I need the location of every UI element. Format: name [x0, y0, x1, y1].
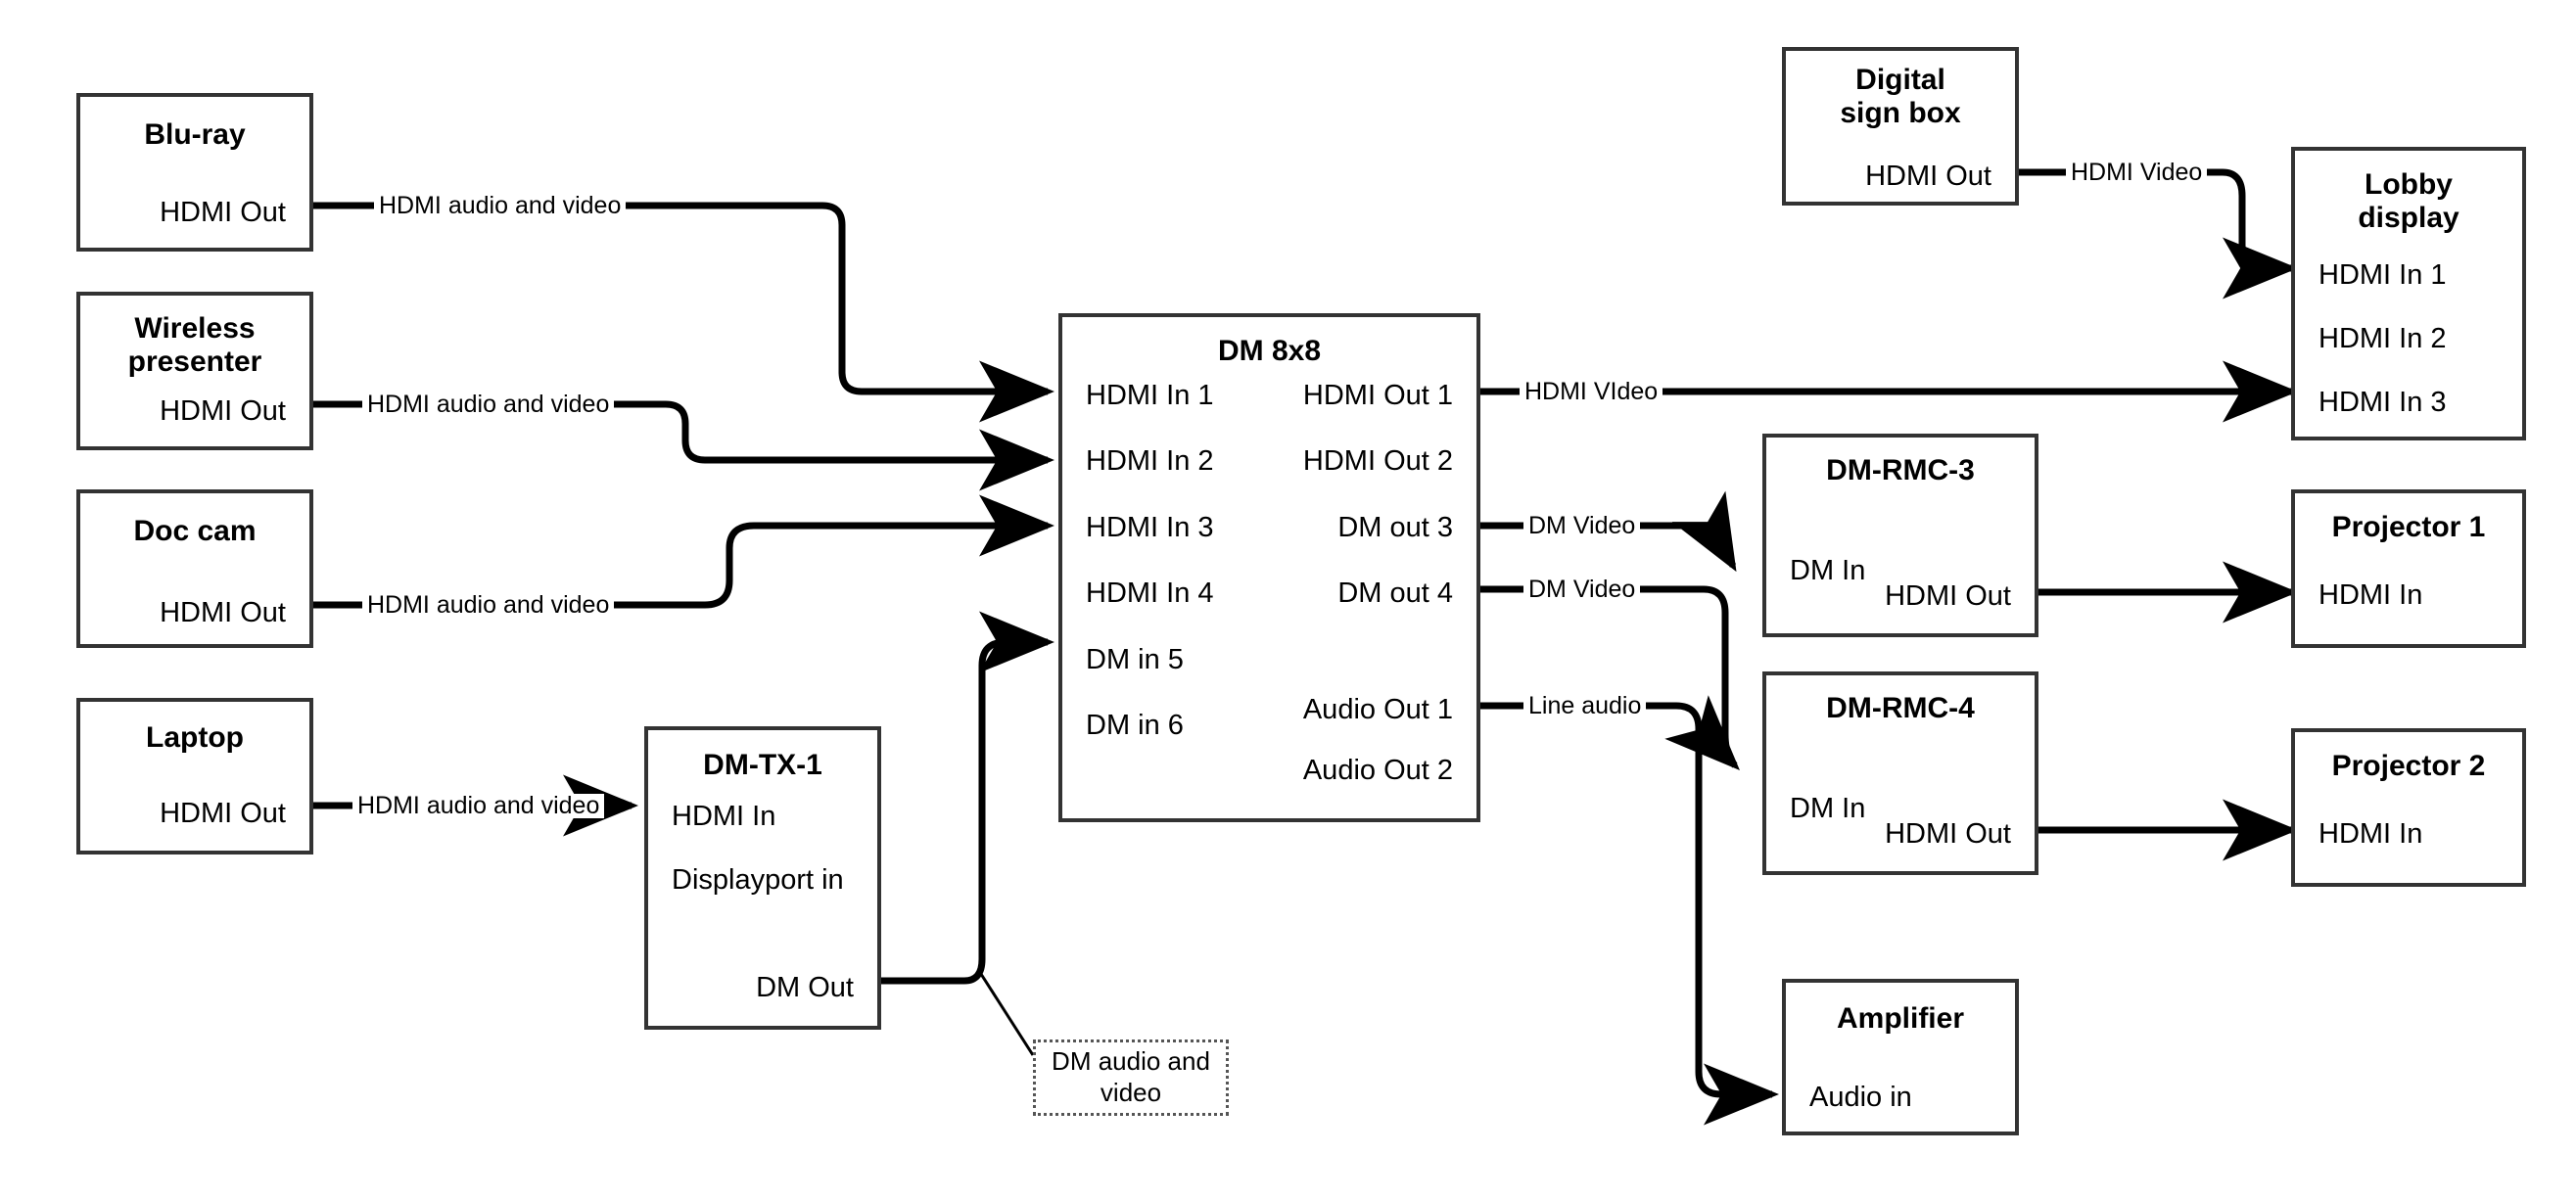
wire-dmtx1-to-dm8x8: [881, 611, 1054, 985]
leader-line-dm-audio-video-callout: [977, 970, 1035, 1056]
node-dm-8x8-port-audio-out-1: Audio Out 1: [1302, 694, 1453, 725]
node-amplifier-port-audio-in: Audio in: [1809, 1082, 1912, 1113]
node-dm-rmc-3-title: DM-RMC-3: [1826, 454, 1975, 486]
node-lobby-display-title: Lobby display: [2358, 168, 2459, 234]
wire-dm8x8-audioout1-to-amplifier: [1480, 702, 1779, 1126]
node-dm-rmc-4-port-hdmi-out: HDMI Out: [1885, 818, 2011, 850]
node-projector-1[interactable]: Projector 1 HDMI In: [2291, 489, 2526, 648]
edge-label-dm8x8-out1-to-lobby: HDMI VIdeo: [1520, 380, 1663, 404]
node-dm-8x8-port-dm-out-4: DM out 4: [1337, 577, 1453, 609]
node-dm-8x8-port-hdmi-out-1: HDMI Out 1: [1302, 380, 1453, 411]
edge-label-laptop-to-dmtx1: HDMI audio and video: [352, 794, 605, 818]
node-digital-sign-box-title: Digital sign box: [1840, 64, 1961, 129]
node-dm-tx-1-title: DM-TX-1: [703, 749, 822, 781]
node-wireless-presenter[interactable]: Wireless presenter HDMI Out: [76, 292, 313, 450]
node-bluray-port-hdmi-out: HDMI Out: [160, 197, 286, 228]
node-laptop-port-hdmi-out: HDMI Out: [160, 798, 286, 829]
node-projector-2-port-hdmi-in: HDMI In: [2318, 818, 2423, 850]
node-lobby-display[interactable]: Lobby display HDMI In 1 HDMI In 2 HDMI I…: [2291, 147, 2526, 440]
node-dm-rmc-3[interactable]: DM-RMC-3 DM In HDMI Out: [1762, 434, 2038, 637]
node-wireless-presenter-title: Wireless presenter: [127, 312, 262, 378]
node-dm-rmc-4-title: DM-RMC-4: [1826, 692, 1975, 724]
edge-label-doccam-to-dm8x8: HDMI audio and video: [362, 593, 615, 618]
node-amplifier[interactable]: Amplifier Audio in: [1782, 979, 2019, 1135]
node-laptop-title: Laptop: [146, 721, 244, 754]
wire-dm8x8-out4-to-rmc4: [1480, 585, 1740, 770]
node-doc-cam-port-hdmi-out: HDMI Out: [160, 597, 286, 628]
node-dm-rmc-4-port-dm-in: DM In: [1790, 793, 1866, 824]
node-dm-8x8-port-dm-in-5: DM in 5: [1086, 644, 1184, 675]
node-laptop[interactable]: Laptop HDMI Out: [76, 698, 313, 855]
edge-label-dm8x8-out4-to-rmc4: DM Video: [1523, 577, 1641, 602]
node-dm-8x8-port-hdmi-in-3: HDMI In 3: [1086, 512, 1214, 543]
node-lobby-display-port-hdmi-in-1: HDMI In 1: [2318, 259, 2447, 291]
edge-label-bluray-to-dm8x8: HDMI audio and video: [374, 194, 627, 218]
node-doc-cam-title: Doc cam: [133, 515, 257, 547]
node-projector-2[interactable]: Projector 2 HDMI In: [2291, 728, 2526, 887]
node-lobby-display-port-hdmi-in-2: HDMI In 2: [2318, 323, 2447, 354]
node-projector-2-title: Projector 2: [2331, 750, 2486, 782]
wire-digitalsign-to-lobby: [2019, 168, 2298, 300]
node-dm-tx-1[interactable]: DM-TX-1 HDMI In Displayport in DM Out: [644, 726, 881, 1030]
node-dm-8x8-port-hdmi-in-1: HDMI In 1: [1086, 380, 1214, 411]
node-bluray-title: Blu-ray: [144, 118, 246, 151]
node-wireless-presenter-port-hdmi-out: HDMI Out: [160, 395, 286, 427]
edge-label-audioout1-to-amplifier: Line audio: [1523, 694, 1647, 718]
node-dm-rmc-4[interactable]: DM-RMC-4 DM In HDMI Out: [1762, 671, 2038, 875]
callout-dm-audio-and-video-text: DM audio and video: [1052, 1046, 1210, 1107]
node-dm-8x8-port-hdmi-in-2: HDMI In 2: [1086, 445, 1214, 477]
node-dm-8x8-port-audio-out-2: Audio Out 2: [1302, 755, 1453, 786]
node-dm-rmc-3-port-hdmi-out: HDMI Out: [1885, 580, 2011, 612]
node-dm-rmc-3-port-dm-in: DM In: [1790, 555, 1866, 586]
node-dm-8x8-port-hdmi-out-2: HDMI Out 2: [1302, 445, 1453, 477]
node-dm-tx-1-port-hdmi-in: HDMI In: [672, 801, 776, 832]
node-digital-sign-box[interactable]: Digital sign box HDMI Out: [1782, 47, 2019, 206]
wire-bluray-to-dm8x8: [313, 202, 1054, 423]
node-projector-1-title: Projector 1: [2331, 511, 2486, 543]
node-dm-8x8-port-hdmi-in-4: HDMI In 4: [1086, 577, 1214, 609]
callout-dm-audio-and-video: DM audio and video: [1033, 1039, 1229, 1116]
node-dm-8x8-port-dm-out-3: DM out 3: [1337, 512, 1453, 543]
node-dm-8x8-port-dm-in-6: DM in 6: [1086, 710, 1184, 741]
node-amplifier-title: Amplifier: [1836, 1002, 1965, 1035]
node-dm-8x8[interactable]: DM 8x8 HDMI In 1 HDMI In 2 HDMI In 3 HDM…: [1058, 313, 1480, 822]
edge-label-digitalsign-to-lobby: HDMI Video: [2066, 161, 2208, 185]
node-lobby-display-port-hdmi-in-3: HDMI In 3: [2318, 387, 2447, 418]
node-digital-sign-box-port-hdmi-out: HDMI Out: [1865, 161, 1991, 192]
node-bluray[interactable]: Blu-ray HDMI Out: [76, 93, 313, 252]
node-dm-tx-1-port-dm-out: DM Out: [756, 972, 854, 1003]
node-dm-tx-1-port-displayport-in: Displayport in: [672, 864, 844, 896]
node-dm-8x8-title: DM 8x8: [1217, 335, 1322, 367]
node-doc-cam[interactable]: Doc cam HDMI Out: [76, 489, 313, 648]
edge-label-wireless-to-dm8x8: HDMI audio and video: [362, 393, 615, 417]
node-projector-1-port-hdmi-in: HDMI In: [2318, 579, 2423, 611]
edge-label-dm8x8-out3-to-rmc3: DM Video: [1523, 514, 1641, 538]
